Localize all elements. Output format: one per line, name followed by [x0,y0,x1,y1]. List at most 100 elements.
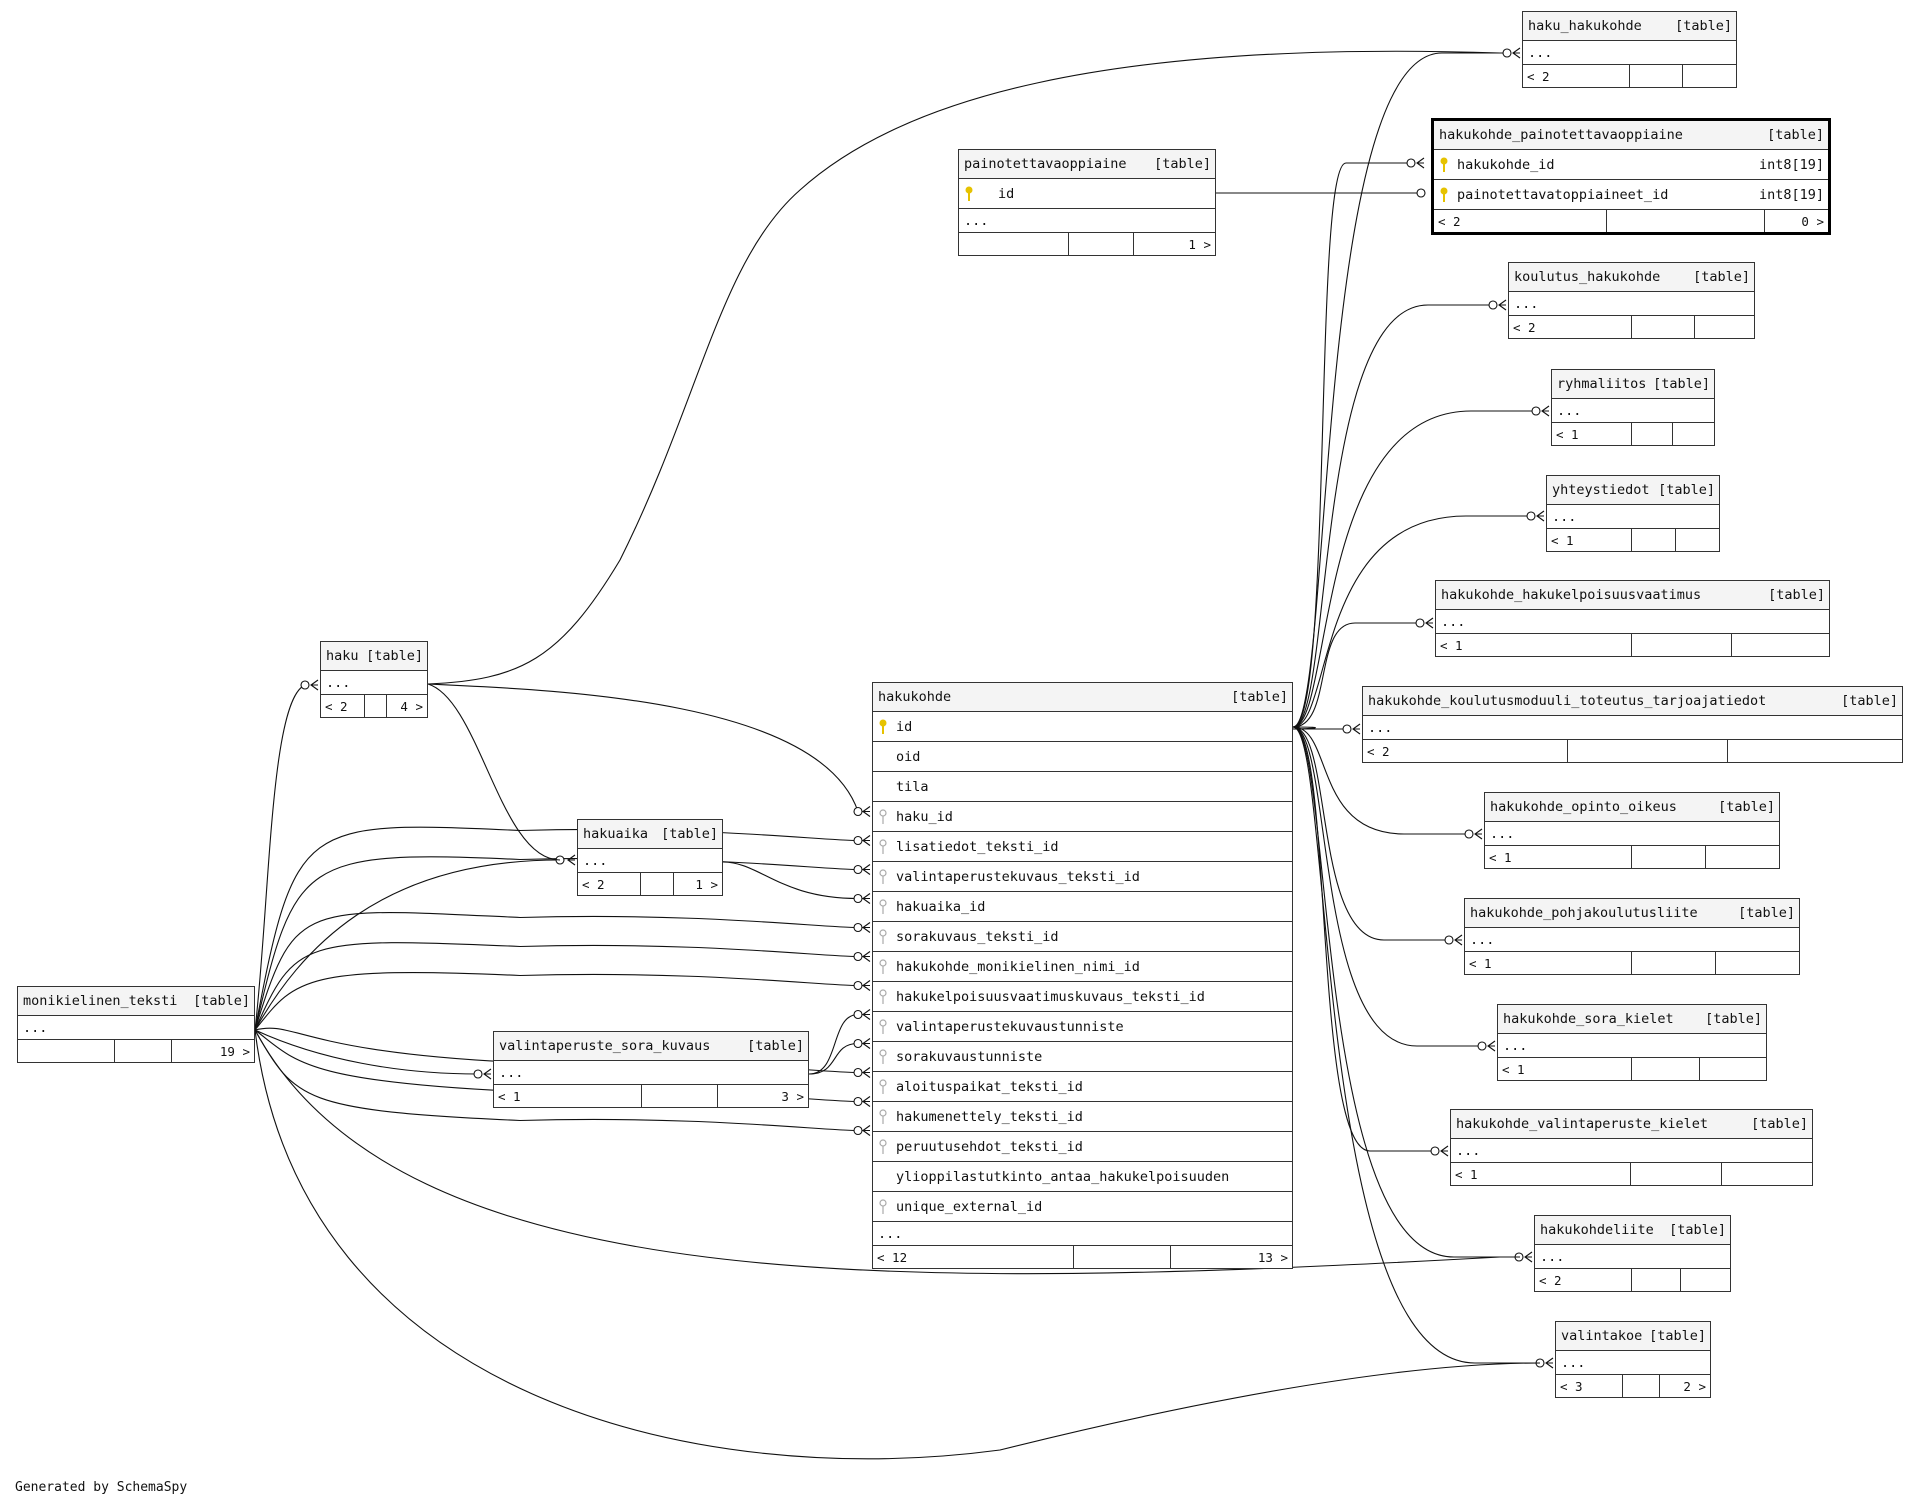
column-row[interactable]: sorakuvaus_teksti_id [873,922,1292,952]
many-end-marker [862,835,871,846]
foreign-key-icon [878,928,896,945]
parents-count: < 2 [1509,316,1632,338]
table-valintaperuste-sora-kuvaus[interactable]: valintaperuste_sora_kuvaus [table] ... < … [493,1031,809,1108]
table-hakukohde-painotettavaoppiaine[interactable]: hakukohde_painotettavaoppiaine[table] ha… [1431,118,1831,235]
many-end-marker [1512,47,1521,59]
column-row[interactable]: peruutusehdot_teksti_id [873,1132,1292,1162]
parents-count: < 1 [494,1085,642,1107]
column-row[interactable]: oid [873,742,1292,772]
column-name: oid [896,748,921,765]
table-name: valintaperuste_sora_kuvaus [499,1038,711,1054]
ellipsis-row: ... [1535,1245,1730,1269]
column-row[interactable]: valintaperustekuvaustunniste [873,1012,1292,1042]
column-row[interactable]: hakukelpoisuusvaatimuskuvaus_teksti_id [873,982,1292,1012]
edge-mk-hakuaika [254,859,561,1031]
parents-count: < 1 [1436,634,1632,656]
column-name: hakukohde_monikielinen_nimi_id [896,958,1140,975]
column-name: unique_external_id [896,1198,1043,1215]
optional-end-marker [1488,300,1498,310]
many-end-marker [1440,1145,1449,1157]
table-hakukohde-hakukelpoisuusvaatimus[interactable]: hakukohde_hakukelpoisuusvaatimus[table] … [1435,580,1830,657]
table-hakukohde-opinto-oikeus[interactable]: hakukohde_opinto_oikeus[table] ... < 1 [1484,792,1780,869]
many-end-marker [862,922,871,933]
parents-count: < 2 [1535,1269,1632,1291]
many-end-marker [1416,157,1425,169]
many-end-marker [483,1068,492,1080]
column-row[interactable]: hakuaika_id [873,892,1292,922]
parents-count: < 2 [578,873,641,895]
edge-hakukohde-child [1292,162,1414,728]
table-kind: [table] [1718,799,1775,815]
column-row[interactable]: tila [873,772,1292,802]
table-hakukohde-valintaperuste-kielet[interactable]: hakukohde_valintaperuste_kielet[table] .… [1450,1109,1813,1186]
table-kind: [table] [1768,587,1825,603]
children-count [1706,846,1779,868]
table-haku-hakukohde[interactable]: haku_hakukohde[table] ... < 2 [1522,11,1737,88]
table-kind: [table] [1841,693,1898,709]
children-count: 13 > [1257,1249,1288,1265]
column-row[interactable]: sorakuvaustunniste [873,1042,1292,1072]
edge-monikielinen-teksti [254,912,859,1031]
parents-count: < 1 [1498,1058,1632,1080]
optional-end-marker [1444,935,1454,945]
table-hakukohdeliite[interactable]: hakukohdeliite[table] ... < 2 [1534,1215,1731,1292]
children-count: 2 > [1683,1378,1706,1394]
column-row[interactable]: lisatiedot_teksti_id [873,832,1292,862]
many-end-marker [310,679,319,691]
table-hakukohde-koulutusmoduuli-toteutus-tarjoajatiedot[interactable]: hakukohde_koulutusmoduuli_toteutus_tarjo… [1362,686,1903,763]
table-name: painotettavaoppiaine [964,156,1127,172]
edge-haku-hakukohde [427,683,859,812]
column-row[interactable]: valintaperustekuvaus_teksti_id [873,862,1292,892]
column-row[interactable]: ylioppilastutkinto_antaa_hakukelpoisuude… [873,1162,1292,1192]
table-yhteystiedot[interactable]: yhteystiedot[table] ... < 1 [1546,475,1720,552]
table-name: haku_hakukohde [1528,18,1642,34]
optional-end-marker [1406,158,1416,168]
column-name: sorakuvaus_teksti_id [896,928,1059,945]
table-name: koulutus_hakukohde [1514,269,1661,285]
parents-count: < 1 [1465,952,1632,974]
column-name: id [998,185,1015,202]
table-koulutus-hakukohde[interactable]: koulutus_hakukohde[table] ... < 2 [1508,262,1755,339]
many-end-marker [862,1038,871,1049]
table-kind: [table] [747,1038,804,1054]
table-name: haku [326,648,359,664]
children-count [1700,1058,1766,1080]
many-end-marker [862,1125,871,1136]
many-end-marker [1524,1251,1533,1263]
many-end-marker [1536,510,1545,522]
optional-end-marker [1415,618,1425,628]
column-row[interactable]: hakukohde_monikielinen_nimi_id [873,952,1292,982]
edge-monikielinen-teksti [254,942,859,1031]
column-row[interactable]: hakumenettely_teksti_id [873,1102,1292,1132]
table-hakukohde-sora-kielet[interactable]: hakukohde_sora_kielet[table] ... < 1 [1497,1004,1767,1081]
table-monikielinen-teksti[interactable]: monikielinen_teksti[table] ... 19 > [17,986,255,1063]
edge-hakukohde-child [1292,726,1485,1047]
table-name: hakukohde_koulutusmoduuli_toteutus_tarjo… [1368,693,1767,709]
edge-monikielinen-teksti [254,856,859,1031]
table-kind: [table] [1653,376,1710,392]
table-kind: [table] [1154,156,1211,172]
many-end-marker [1545,1357,1554,1369]
column-row[interactable]: unique_external_id [873,1192,1292,1222]
children-count: 1 > [1188,236,1211,252]
table-kind: [table] [1675,18,1732,34]
ellipsis-row: ... [1436,610,1829,634]
table-ryhmaliitos[interactable]: ryhmaliitos[table] ... < 1 [1551,369,1715,446]
optional-end-marker [853,980,863,991]
column-row[interactable]: id [873,712,1292,742]
optional-end-marker [853,1125,863,1136]
table-name: valintakoe [1561,1328,1643,1344]
ellipsis-row: ... [494,1061,808,1085]
parents-count: < 2 [1363,740,1568,762]
many-end-marker [862,893,871,904]
table-hakukohde-pohjakoulutusliite[interactable]: hakukohde_pohjakoulutusliite[table] ... … [1464,898,1800,975]
table-painotettavaoppiaine[interactable]: painotettavaoppiaine[table] id ... 1 > [958,149,1216,256]
edge-monikielinen-teksti [254,972,859,1031]
column-row[interactable]: aloituspaikat_teksti_id [873,1072,1292,1102]
column-row[interactable]: haku_id [873,802,1292,832]
table-kind: [table] [1693,269,1750,285]
